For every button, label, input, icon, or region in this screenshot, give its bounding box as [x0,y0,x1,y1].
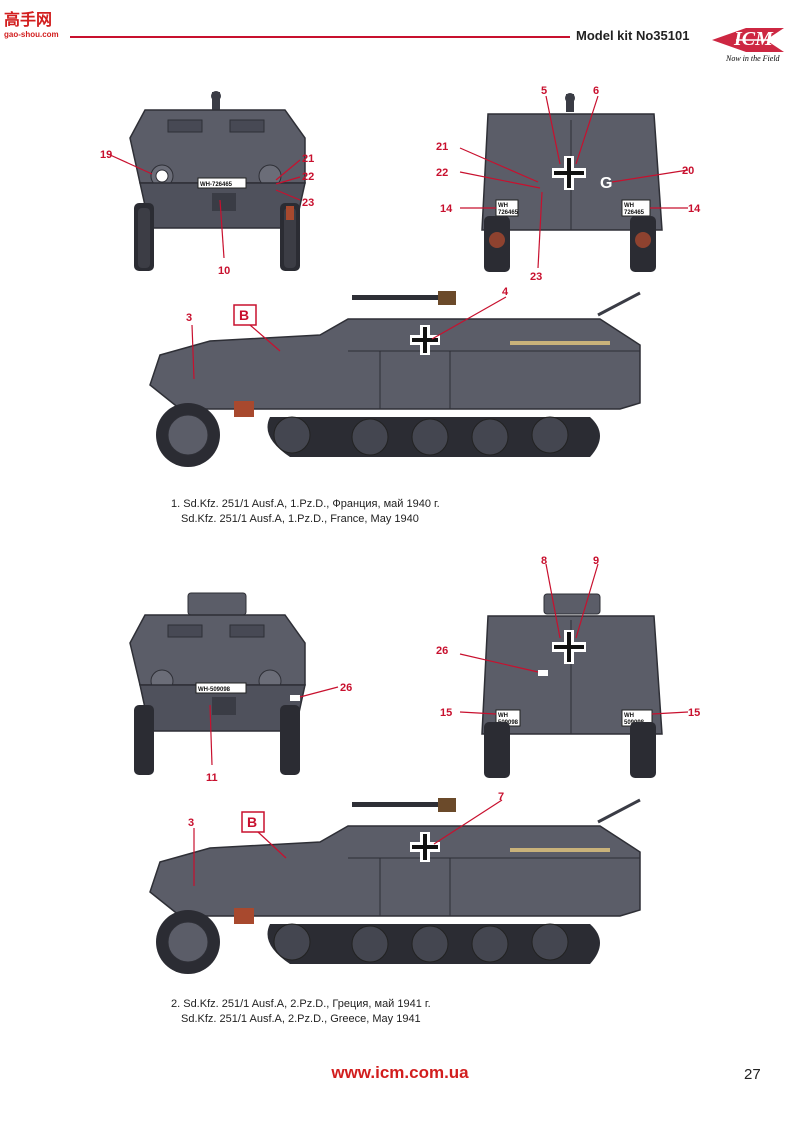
icm-logo-icon: ICM Now in the Field [712,28,788,63]
v2-rear-marker-15-left: 15 [440,707,452,719]
page-number: 27 [744,1066,761,1083]
v1-rear-marker-23: 23 [530,271,542,283]
v2-side-marker-3: 3 [188,817,194,829]
v2-front-view: WH-509098 26 11 [129,592,352,784]
v1-side-view: B 3 4 [149,286,641,467]
v1-rear-marker-22: 22 [436,167,448,179]
v2-rear-view: WH 509098 WH 509098 8 9 26 15 15 [436,555,700,778]
v1-caption-en: Sd.Kfz. 251/1 Ausf.A, 1.Pz.D., France, M… [181,513,419,525]
v2-rear-cross-icon [552,630,586,664]
v1-rear-marker-14-right: 14 [688,203,701,215]
v1-rear-view: G WH 726465 WH 726465 5 6 21 22 20 14 14… [436,85,701,283]
v2-side-box-B: B [247,814,257,830]
v1-rear-marker-20: 20 [682,165,694,177]
v2-rear-marker-26: 26 [436,645,448,657]
logo-brand: ICM [733,28,774,50]
v1-front-marker-23: 23 [302,197,314,209]
v1-rear-plate-left-b: 726465 [498,210,519,216]
icm-logo: ICM Now in the Field [706,18,792,63]
v2-side-view: B 3 7 [149,791,641,974]
v1-side-marker-3: 3 [186,312,192,324]
v1-rear-marker-14-left: 14 [440,203,453,215]
v1-rear-cross-icon [552,156,586,190]
v1-front-view: WH-726465 19 21 22 23 10 [100,91,314,277]
v1-rear-letter: G [600,175,612,192]
header-rule [70,36,570,38]
logo-tagline: Now in the Field [725,54,781,62]
v2-front-marker-26: 26 [340,682,352,694]
footer-url-link[interactable]: www.icm.com.ua [331,1063,469,1082]
v2-rear-plate-right-a: WH [624,713,634,719]
v2-rear-marker-8: 8 [541,555,547,567]
v2-rear-plate-left-a: WH [498,713,508,719]
v2-side-marker-7: 7 [498,791,504,803]
v1-front-marker-22: 22 [302,171,314,183]
v1-rear-plate-right-a: WH [624,203,634,209]
v1-front-marker-21: 21 [302,153,314,165]
v2-caption: 2. Sd.Kfz. 251/1 Ausf.A, 2.Pz.D., Греция… [171,997,431,1027]
v1-side-box-B: B [239,307,249,323]
watermark-logo: 高手网 gao-shou.com [4,6,70,40]
v2-rear-plate-left-b: 509098 [498,720,519,726]
v1-front-plate: WH-726465 [200,182,233,188]
v1-side-cross-icon [410,325,440,355]
model-kit-number: Model kit No35101 [576,28,690,43]
v2-caption-en: Sd.Kfz. 251/1 Ausf.A, 2.Pz.D., Greece, M… [181,1013,421,1025]
v1-rear-marker-21: 21 [436,141,448,153]
watermark-url: gao-shou.com [4,30,59,39]
v2-front-marker-11: 11 [206,772,218,784]
watermark-glyphs: 高手网 [4,10,53,29]
v1-front-marker-10: 10 [218,265,230,277]
v1-caption: 1. Sd.Kfz. 251/1 Ausf.A, 1.Pz.D., Франци… [171,497,440,527]
v2-front-plate: WH-509098 [198,687,231,693]
v2-rear-marker-15-right: 15 [688,707,700,719]
v1-side-marker-4: 4 [502,286,509,298]
v2-rear-marker-9: 9 [593,555,599,567]
v1-rear-marker-5: 5 [541,85,547,97]
v1-caption-ru: 1. Sd.Kfz. 251/1 Ausf.A, 1.Pz.D., Франци… [171,498,440,510]
v1-rear-marker-6: 6 [593,85,599,97]
v1-rear-plate-right-b: 726465 [624,210,645,216]
v1-rear-plate-left-a: WH [498,203,508,209]
v1-front-marker-19: 19 [100,149,112,161]
v2-side-cross-icon [410,832,440,862]
v2-caption-ru: 2. Sd.Kfz. 251/1 Ausf.A, 2.Pz.D., Греция… [171,998,431,1010]
